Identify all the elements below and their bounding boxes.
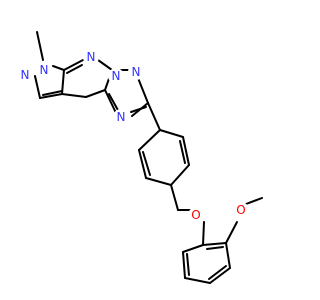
bond xyxy=(202,242,227,246)
bond xyxy=(52,65,65,71)
bond xyxy=(85,89,106,98)
bond xyxy=(130,106,147,113)
bond xyxy=(108,93,120,113)
bond xyxy=(209,267,231,284)
bond xyxy=(170,164,190,186)
nitrogen-atom: N xyxy=(128,64,144,80)
bond xyxy=(142,151,151,176)
bond xyxy=(182,251,186,279)
molecule-structure: N N N N N N O xyxy=(17,31,263,284)
atom-labels: N N N N N N O xyxy=(17,49,249,223)
bond xyxy=(97,59,113,71)
svg-text:N: N xyxy=(40,63,49,77)
bond xyxy=(61,69,65,95)
bond xyxy=(63,59,84,71)
bond xyxy=(147,102,161,131)
bond xyxy=(42,90,63,96)
bond xyxy=(179,140,186,164)
oxygen-atom: O xyxy=(233,202,249,218)
bond xyxy=(34,75,41,99)
bond xyxy=(39,93,63,99)
bond xyxy=(104,89,117,114)
bond xyxy=(170,184,179,211)
bond xyxy=(202,221,205,246)
bond xyxy=(182,244,204,253)
nitrogen-atom: N xyxy=(17,67,33,83)
bond xyxy=(159,129,184,138)
bonds xyxy=(34,31,263,284)
bond xyxy=(225,242,231,269)
svg-text:N: N xyxy=(132,65,141,79)
bond xyxy=(138,129,161,151)
bond xyxy=(137,77,149,104)
bond xyxy=(184,277,211,284)
svg-text:O: O xyxy=(236,203,245,217)
molecule-canvas: N N N N N N O xyxy=(17,31,263,284)
bond xyxy=(145,177,172,186)
nitrogen-atom: N xyxy=(83,49,99,65)
nitrogen-atom: N xyxy=(108,68,124,84)
bond-methyl-n xyxy=(36,31,44,61)
bond xyxy=(245,197,263,205)
bond xyxy=(225,221,238,244)
oxygen-atom: O xyxy=(188,207,204,223)
bond xyxy=(138,149,147,179)
bond xyxy=(182,136,190,166)
bond xyxy=(208,265,227,280)
bond xyxy=(61,93,87,98)
svg-text:N: N xyxy=(21,68,30,82)
svg-text:N: N xyxy=(117,110,126,124)
nitrogen-atom: N xyxy=(36,62,52,78)
svg-text:O: O xyxy=(191,208,200,222)
bond xyxy=(186,253,190,276)
svg-text:N: N xyxy=(87,50,96,64)
nitrogen-atom: N xyxy=(113,109,129,125)
bond xyxy=(206,246,224,250)
bond xyxy=(66,64,83,74)
svg-text:N: N xyxy=(112,69,121,83)
